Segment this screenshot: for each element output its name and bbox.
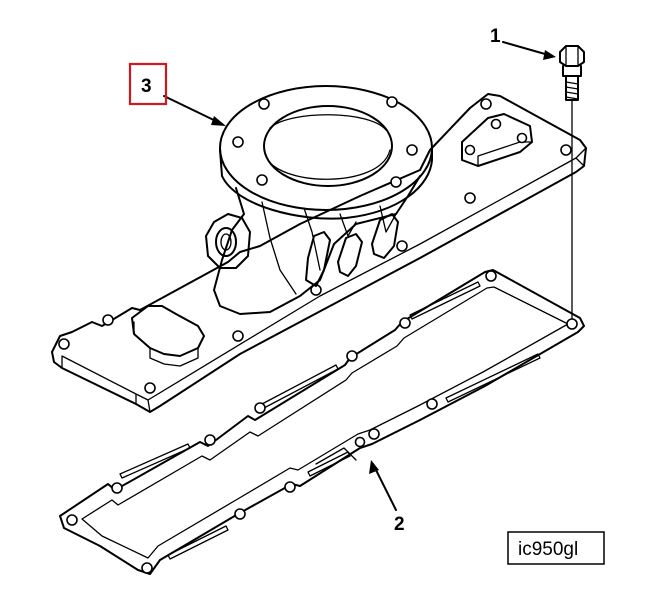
gasket-slots [119, 281, 541, 560]
figure-code: ic950gl [518, 539, 578, 560]
callout-2: 2 [394, 514, 405, 535]
housing-drawing [51, 85, 587, 413]
gasket-bolt-holes [66, 270, 578, 574]
callout-1: 1 [490, 26, 501, 47]
figure-code-box [507, 531, 605, 565]
gasket-drawing [59, 269, 585, 575]
callout-3: 3 [141, 76, 152, 97]
leader-arrows [163, 41, 556, 511]
capscrew-drawing [559, 45, 585, 321]
callout-3-highlight-box [128, 62, 168, 106]
